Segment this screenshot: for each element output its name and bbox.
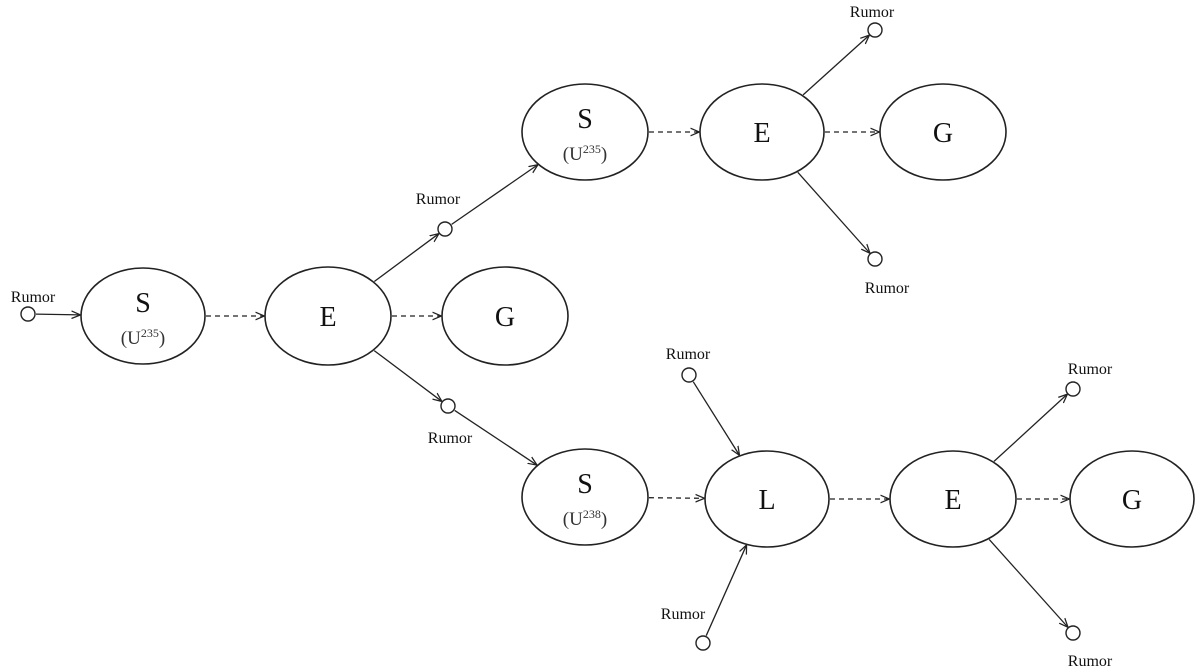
rumor-e2-down-dot [867, 251, 883, 267]
node-s1-ellipse [80, 267, 206, 365]
edge-e2-to-r-e2-up [802, 35, 869, 96]
rumor-l-bottom-dot [695, 635, 711, 651]
edge-s3-to-l1 [648, 498, 704, 499]
rumor-e2-down-label: Rumor [865, 280, 910, 297]
nodes: S (U235) E G S (U235) E G [80, 83, 1195, 548]
node-e3: E [889, 450, 1017, 548]
node-l1-ellipse [704, 450, 830, 548]
rumor-input-dot [20, 306, 36, 322]
node-s2-label: S [577, 104, 593, 135]
rumor-e2-down: Rumor [865, 251, 910, 297]
node-g3-ellipse [1069, 450, 1195, 548]
edge-e2-to-r-e2-down [797, 171, 870, 253]
node-e1: E [264, 266, 392, 366]
node-e2-label: E [753, 118, 770, 149]
rumor-e2-up: Rumor [850, 4, 895, 38]
rumor-l-top: Rumor [666, 346, 711, 383]
rumor-e3-down-dot [1065, 625, 1081, 641]
rumor-nodes: Rumor Rumor Rumor Rumor Rumor Rumor Rumo… [11, 4, 1113, 670]
rumor-e2-up-label: Rumor [850, 4, 895, 21]
node-s1-sublabel: (U235) [121, 326, 165, 349]
edge-r-input-to-s1 [35, 314, 80, 315]
node-e2-ellipse [699, 83, 825, 181]
edge-e3-to-r-e3-up [993, 394, 1067, 462]
node-s2-ellipse [521, 83, 649, 181]
rumor-e3-down: Rumor [1065, 625, 1113, 670]
edge-e1-to-r-e1-down [373, 350, 441, 402]
node-g2-label: G [933, 118, 953, 149]
edge-e1-to-r-e1-up [373, 234, 438, 283]
node-l1-label: L [758, 485, 775, 516]
node-s2-sublabel: (U235) [563, 142, 607, 165]
node-e1-label: E [319, 302, 336, 333]
edge-e3-to-r-e3-down [988, 538, 1067, 627]
rumor-l-top-label: Rumor [666, 346, 711, 363]
edge-r-l-bottom-to-l1 [705, 545, 746, 636]
edge-r-e1-up-to-s2 [451, 165, 538, 225]
node-s1-label: S [135, 288, 151, 319]
node-e3-ellipse [889, 450, 1017, 548]
rumor-e1-up: Rumor [416, 191, 461, 237]
node-g1-ellipse [441, 266, 569, 366]
rumor-e1-up-label: Rumor [416, 191, 461, 208]
node-s3-ellipse [521, 448, 649, 546]
node-e3-label: E [944, 485, 961, 516]
node-l1: L [704, 450, 830, 548]
node-s2: S (U235) [521, 83, 649, 181]
rumor-e3-down-label: Rumor [1068, 653, 1113, 670]
node-g3: G [1069, 450, 1195, 548]
node-s3: S (U238) [521, 448, 649, 546]
edges [35, 35, 1069, 636]
node-g1: G [441, 266, 569, 366]
edge-r-e1-down-to-s3 [454, 409, 537, 465]
node-g2-ellipse [879, 83, 1007, 181]
rumor-e1-down-label: Rumor [428, 430, 473, 447]
rumor-e3-up-label: Rumor [1068, 361, 1113, 378]
rumor-l-top-dot [681, 367, 697, 383]
node-s3-label: S [577, 469, 593, 500]
node-g3-label: G [1122, 485, 1142, 516]
node-e1-ellipse [264, 266, 392, 366]
edge-r-l-top-to-l1 [692, 381, 739, 455]
rumor-e1-down: Rumor [428, 398, 473, 447]
rumor-e3-up-dot [1065, 381, 1081, 397]
rumor-e2-up-dot [867, 22, 883, 38]
node-s1: S (U235) [80, 267, 206, 365]
node-g2: G [879, 83, 1007, 181]
node-g1-label: G [495, 302, 515, 333]
node-e2: E [699, 83, 825, 181]
rumor-l-bottom: Rumor [661, 606, 711, 651]
rumor-l-bottom-label: Rumor [661, 606, 706, 623]
rumor-e3-up: Rumor [1065, 361, 1113, 397]
rumor-e1-down-dot [440, 398, 456, 414]
rumor-input: Rumor [11, 289, 56, 322]
node-s3-sublabel: (U238) [563, 507, 607, 530]
rumor-e1-up-dot [437, 221, 453, 237]
rumor-input-label: Rumor [11, 289, 56, 306]
